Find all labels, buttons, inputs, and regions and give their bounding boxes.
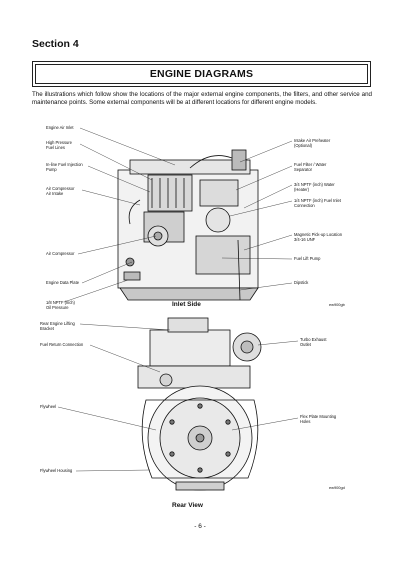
label-water-heater-port: 3/4 NPTF (inch) Water (Heater) (294, 182, 335, 193)
label-flywheel: Flywheel (40, 404, 57, 409)
label-flex-plate-mounting-holes: Flex Plate Mounting Holes (300, 414, 337, 425)
label-fuel-inlet-connection: 1/4 NPTF (inch) Fuel Inlet Connection (294, 198, 341, 209)
title-box: ENGINE DIAGRAMS (32, 61, 371, 87)
label-high-pressure-fuel-lines: High Pressure Fuel Lines (46, 140, 72, 151)
inlet-figure-code: ew900gb (329, 302, 345, 307)
inlet-side-engine-drawing (117, 149, 259, 301)
page-number: - 6 - (194, 523, 206, 530)
label-inline-fuel-injection-pump: In-line Fuel Injection Pump (46, 162, 83, 173)
label-flywheel-housing: Flywheel Housing (40, 468, 73, 473)
label-air-compressor: Air Compressor (46, 251, 75, 256)
intro-paragraph: The illustrations which follow show the … (32, 91, 372, 107)
label-dipstick: Dipstick (294, 280, 309, 285)
page-title: ENGINE DIAGRAMS (149, 68, 254, 80)
label-fuel-lift-pump: Fuel Lift Pump (294, 256, 321, 261)
label-engine-air-inlet: Engine Air Inlet (46, 125, 74, 130)
section-heading: Section 4 (32, 38, 79, 50)
inlet-right-leader-lines (221, 140, 293, 291)
rear-view-caption: Rear View (172, 502, 203, 509)
label-engine-data-plate: Engine Data Plate (46, 280, 79, 285)
label-air-compressor-air-intake: Air Compressor Air Intake (46, 186, 75, 197)
label-fuel-return-connection: Fuel Return Connection (40, 342, 84, 347)
rear-leader-lines (57, 323, 299, 472)
inlet-left-leader-lines (63, 127, 176, 303)
inlet-side-caption: Inlet Side (172, 301, 201, 308)
rear-view-engine-drawing (137, 317, 262, 491)
label-turbo-exhaust-outlet: Turbo Exhaust Outlet (300, 337, 327, 348)
label-fuel-filter-water-separator: Fuel Filter / Water Separator (294, 162, 327, 173)
label-oil-pressure-port: 1/8 NPTF (inch) Oil Pressure (46, 300, 75, 311)
label-intake-air-preheater: Intake Air Preheater (Optional) (294, 138, 331, 149)
rear-figure-code: ew900gd (329, 485, 345, 490)
label-rear-engine-lifting-bracket: Rear Engine Lifting Bracket (40, 321, 75, 332)
label-magnetic-pickup-location: Magnetic Pick-up Location 3/4-16 UNF (294, 232, 343, 243)
